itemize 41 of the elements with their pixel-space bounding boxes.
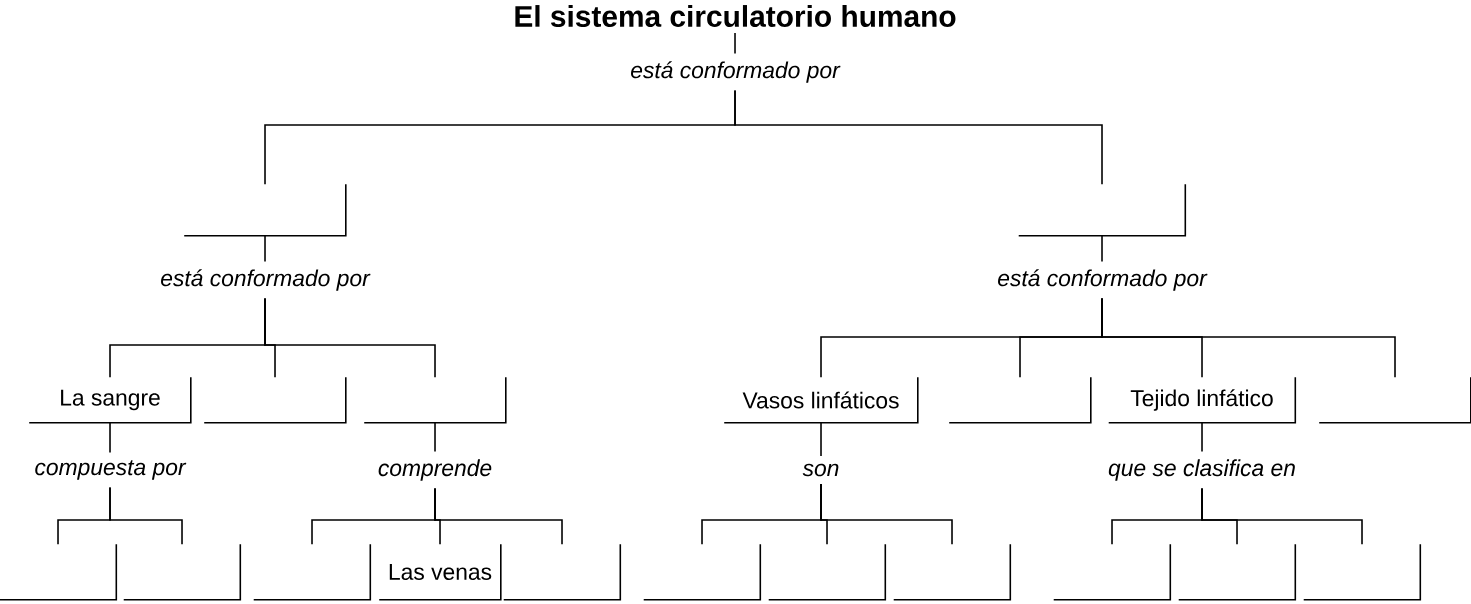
concept-blank: Vasos linfáticos: [723, 376, 919, 424]
concept-blank: La sangre: [28, 376, 192, 424]
fill-in-blank: [252, 543, 372, 601]
fill-in-blank: [0, 543, 118, 601]
linking-phrase: está conformado por: [161, 269, 371, 291]
fill-in-blank: [1052, 543, 1172, 601]
connector-line: [434, 487, 563, 545]
connector-line: [820, 422, 822, 457]
fill-in-blank: [642, 543, 762, 601]
fill-in-blank: [203, 376, 347, 424]
fill-in-blank: [183, 183, 347, 237]
fill-in-blank: [1177, 543, 1297, 601]
connector-line: [734, 89, 1103, 185]
title: El sistema circulatorio humano: [515, 5, 956, 27]
connector-line: [734, 32, 736, 55]
linking-phrase: compuesta por: [35, 460, 187, 480]
concept-blank: Las venas: [378, 543, 502, 601]
connector-line: [264, 297, 436, 378]
connector-line: [264, 235, 266, 263]
connector-line: [1101, 297, 1396, 378]
linking-phrase: que se clasifica en: [1108, 459, 1295, 481]
connector-line: [820, 483, 953, 545]
concept-blank: Tejido linfático: [1107, 376, 1297, 424]
connector-line: [434, 422, 436, 453]
linking-phrase: está conformado por: [998, 269, 1208, 291]
linking-phrase: son: [802, 463, 839, 477]
connector-line: [109, 422, 111, 454]
fill-in-blank: [1302, 543, 1422, 601]
fill-in-blank: [892, 543, 1012, 601]
connector-line: [1201, 422, 1203, 453]
connector-line: [109, 486, 183, 545]
linking-phrase: está conformado por: [631, 61, 841, 83]
linking-phrase: comprende: [378, 459, 492, 481]
fill-in-blank: [363, 376, 507, 424]
fill-in-blank: [948, 376, 1092, 424]
fill-in-blank: [767, 543, 887, 601]
fill-in-blank: [1017, 183, 1187, 237]
connector-line: [1101, 235, 1103, 263]
connector-line: [1201, 487, 1363, 545]
fill-in-blank: [122, 543, 242, 601]
fill-in-blank: [502, 543, 622, 601]
